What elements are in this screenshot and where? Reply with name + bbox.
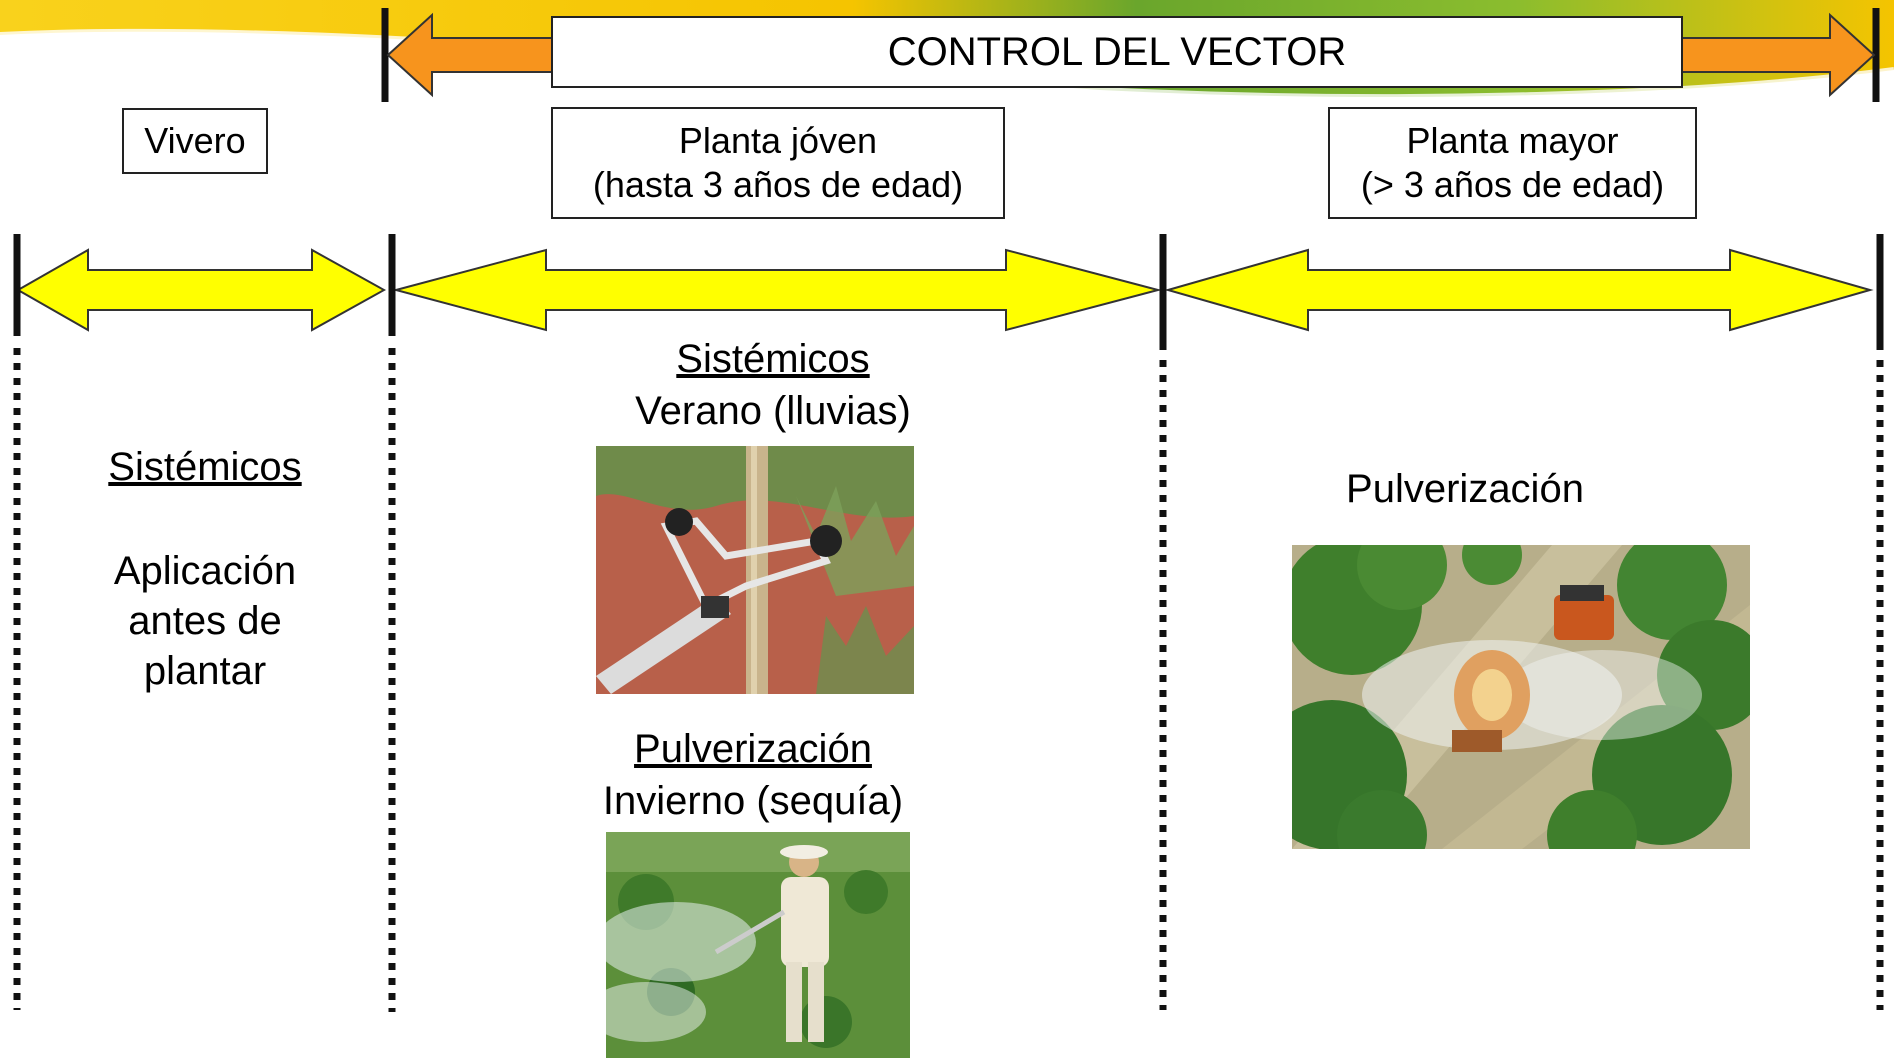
tractor-spraying-photo — [1292, 545, 1750, 849]
joven-systemic-season: Verano (lluvias) — [635, 389, 911, 433]
vivero-heading: Sistémicos — [108, 445, 302, 489]
vivero-line-3: plantar — [143, 649, 267, 693]
joven-systemic-heading: Sistémicos — [676, 337, 870, 381]
stage-joven-line2: (hasta 3 años de edad) — [592, 164, 964, 205]
joven-spray-heading: Pulverización — [634, 727, 872, 771]
systemic-application-photo — [596, 446, 914, 694]
joven-spray-season: Invierno (sequía) — [602, 779, 904, 823]
stage-joven-box: Planta jóven (hasta 3 años de edad) — [551, 107, 1005, 219]
mayor-heading: Pulverización — [1346, 467, 1584, 511]
stage-joven-line1: Planta jóven — [678, 120, 878, 161]
mayor-arrow — [1164, 248, 1874, 332]
vector-control-title: CONTROL DEL VECTOR — [551, 16, 1683, 88]
joven-arrow — [392, 248, 1162, 332]
manual-spraying-photo — [606, 832, 910, 1058]
stage-mayor-box: Planta mayor (> 3 años de edad) — [1328, 107, 1697, 219]
stage-mayor-line1: Planta mayor — [1406, 120, 1619, 161]
stage-mayor-line2: (> 3 años de edad) — [1360, 164, 1665, 205]
vivero-line-2: antes de — [128, 599, 282, 643]
vivero-description: Aplicación antes de plantar — [60, 546, 350, 696]
stage-vivero-box: Vivero — [122, 108, 268, 174]
dotted-dividers — [13, 348, 1884, 1012]
vivero-line-1: Aplicación — [113, 549, 297, 593]
divider-ticks — [13, 234, 1884, 350]
vivero-arrow — [15, 248, 387, 332]
